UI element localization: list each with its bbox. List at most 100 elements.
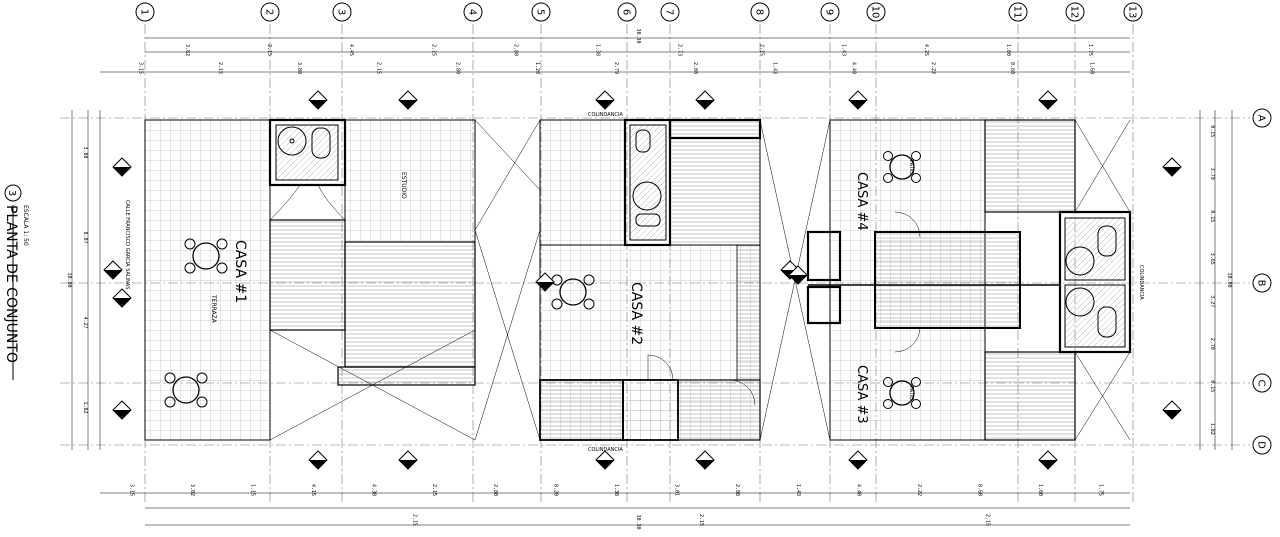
grid-column-label: 10 — [870, 6, 881, 19]
dimension-value: 2.08 — [734, 484, 740, 496]
section-marker-icon — [103, 260, 123, 280]
dimension-value: 0.15 — [1209, 125, 1215, 137]
grid-bubble-column — [135, 2, 155, 22]
section-marker-icon — [595, 450, 615, 470]
dimension-value: 3.65 — [1209, 253, 1215, 265]
grid-bubble-column — [750, 2, 770, 22]
grid-bubble-column — [463, 2, 483, 22]
dimension-value: 0.60 — [1009, 62, 1015, 74]
dimension-value: 3.88 — [82, 146, 88, 158]
dimension-value: 3.70 — [1209, 168, 1215, 180]
dimension-value: 2.73 — [677, 44, 683, 56]
dimension-value: 2.15 — [266, 44, 272, 56]
dimension-value: 2.15 — [698, 514, 704, 526]
dimension-value: 1.43 — [771, 62, 777, 74]
grid-bubble-column — [617, 2, 637, 22]
dimension-value: 2.15 — [985, 514, 991, 526]
dimension-value: 2.15 — [431, 484, 437, 496]
casa-1-label: CASA #1 — [232, 240, 248, 303]
section-marker-icon — [308, 450, 328, 470]
casa-4-label: CASA #4 — [854, 172, 869, 231]
dimension-value: 1.43 — [795, 484, 801, 496]
section-marker-icon — [848, 90, 868, 110]
section-marker-icon — [848, 450, 868, 470]
grid-column-label: 6 — [621, 9, 632, 15]
dimension-value: 2.70 — [1209, 338, 1215, 350]
table-icon — [164, 372, 208, 408]
dimension-value: 3.15 — [128, 484, 134, 496]
dimension-value: 1.82 — [82, 401, 88, 413]
grid-bubble-column — [1123, 2, 1143, 22]
grid-column-label: 11 — [1012, 6, 1023, 19]
calle-label: CALLE FRANCISCO GARCIA SALINAS — [124, 200, 130, 289]
section-marker-icon — [535, 272, 555, 292]
dimension-value: 1.60 — [1088, 62, 1094, 74]
dimension-value: 1.60 — [1037, 484, 1043, 496]
dimension-value: 2.79 — [613, 62, 619, 74]
section-marker-icon — [1162, 157, 1182, 177]
dimension-value: 4.45 — [348, 44, 354, 56]
section-marker-icon — [398, 450, 418, 470]
section-marker-icon — [112, 157, 132, 177]
dimension-value: 3.01 — [674, 484, 680, 496]
grid-row-label: B — [1256, 280, 1267, 287]
estudio-label: ESTUDIO — [400, 172, 407, 199]
grid-row-label: A — [1256, 115, 1267, 122]
grid-column-label: 5 — [535, 9, 546, 15]
patio-label-2: PATIO — [908, 386, 914, 400]
section-marker-icon — [308, 90, 328, 110]
dimension-value: 0.20 — [552, 484, 558, 496]
dimension-value: 1.82 — [1209, 423, 1215, 435]
grid-bubble-column — [531, 2, 551, 22]
dimension-value: 4.40 — [851, 62, 857, 74]
dimension-value: 2.80 — [455, 62, 461, 74]
dimension-value: 2.15 — [411, 514, 417, 526]
grid-bubble-row — [1252, 373, 1272, 393]
dimension-value: 1.75 — [1098, 484, 1104, 496]
grid-bubble-row — [1252, 273, 1272, 293]
grid-bubble-column — [660, 2, 680, 22]
casa-3-label: CASA #3 — [854, 365, 869, 424]
section-marker-icon — [1038, 90, 1058, 110]
grid-row-label: D — [1256, 441, 1267, 449]
dimension-total: 30.30 — [635, 28, 641, 43]
patio-label: PATIO — [908, 160, 914, 174]
terraza-label: TERRAZA — [210, 294, 217, 324]
drawing-title: PLANTA DE CONJUNTO — [3, 205, 19, 363]
dimension-value: 1.15 — [249, 484, 255, 496]
section-marker-icon — [695, 90, 715, 110]
section-markers — [103, 90, 1182, 470]
dimension-value: 2.22 — [916, 484, 922, 496]
dimension-value: 1.38 — [613, 484, 619, 496]
dimension-value: 3.80 — [296, 62, 302, 74]
grid-column-label: 2 — [264, 9, 275, 15]
dimension-value: 2.22 — [930, 62, 936, 74]
grid-bubble-column — [1008, 2, 1028, 22]
dimension-value: 4.27 — [82, 316, 88, 328]
section-marker-icon — [398, 90, 418, 110]
grid-axes — [60, 24, 1250, 505]
section-marker-icon — [595, 90, 615, 110]
grid-bubble-column — [866, 2, 886, 22]
drawing-title-block: 3 PLANTA DE CONJUNTO ESCALA 1: 50 — [3, 184, 29, 380]
table-icon — [551, 274, 595, 310]
section-marker-icon — [788, 265, 808, 285]
dimension-value: 1.43 — [841, 44, 847, 56]
table-icon — [184, 238, 228, 274]
grid-column-label: 1 — [139, 9, 150, 15]
dimension-value: 4.25 — [923, 44, 929, 56]
dimension-total: 30.30 — [635, 514, 641, 529]
dimension-total: 10.00 — [66, 272, 72, 287]
section-marker-icon — [1038, 450, 1058, 470]
grid-bubble-column — [1065, 2, 1085, 22]
casa-1-plan: CASA #1 ESTUDIO TERRAZA CALLE FRANCISCO … — [124, 118, 541, 441]
casa-2-plan: CASA #2 COLINDANCIA COLINDANCIA — [539, 112, 831, 453]
dimension-value: 1.80 — [1005, 44, 1011, 56]
dimension-value: 8.07 — [82, 231, 88, 243]
colindancia-label: COLINDANCIA — [588, 112, 623, 118]
drawing-number: 3 — [6, 190, 17, 196]
grid-bubble-row — [1252, 435, 1272, 455]
